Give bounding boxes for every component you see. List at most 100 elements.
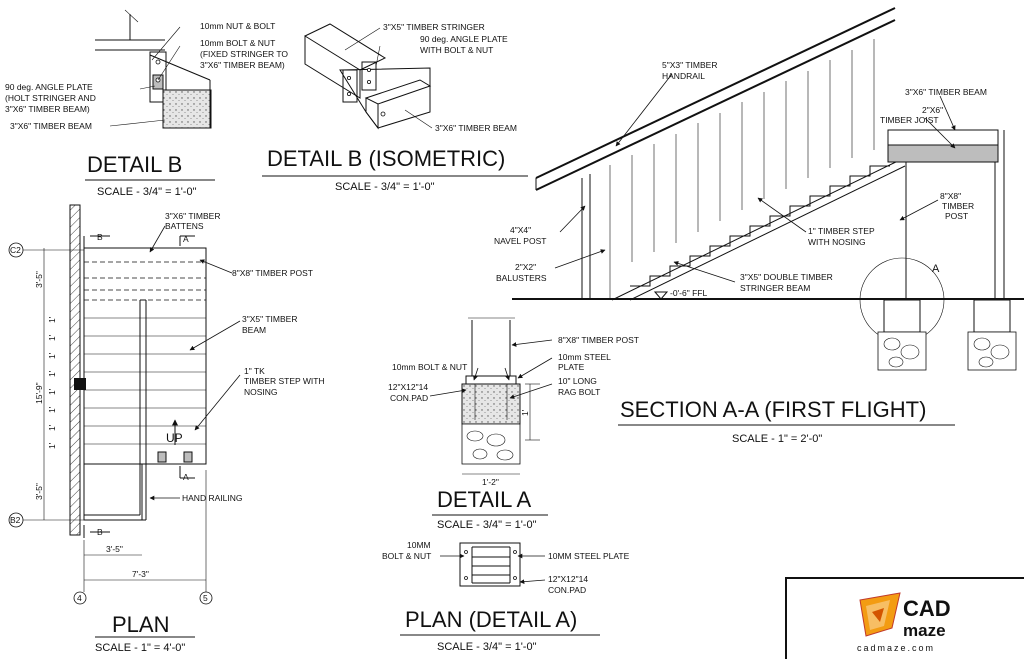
section-scale: SCALE - 1" = 2'-0" bbox=[732, 433, 822, 445]
detail-a-dim-h: 1' bbox=[520, 409, 530, 416]
plan-detail-a-scale: SCALE - 3/4" = 1'-0" bbox=[437, 641, 537, 653]
detail-a-rag-note: RAG BOLT bbox=[558, 387, 600, 397]
detail-a-pad-label: 12"X12"14 bbox=[388, 382, 428, 392]
plan-step-note-2: NOSING bbox=[244, 387, 278, 397]
detail-b-iso-scale: SCALE - 3/4" = 1'-0" bbox=[335, 181, 435, 193]
iso-beam-label: 3"X6" TIMBER BEAM bbox=[435, 123, 517, 133]
plan-a-pad-note: CON.PAD bbox=[548, 585, 586, 595]
detail-b-bolt-nut-label: 10mm BOLT & NUT bbox=[200, 38, 275, 48]
detail-a-rag-label: 10" LONG bbox=[558, 376, 597, 386]
section-stringer-label: 3"X5" DOUBLE TIMBER bbox=[740, 272, 833, 282]
iso-stringer-label: 3"X5" TIMBER STRINGER bbox=[383, 22, 485, 32]
section-navel-note: NAVEL POST bbox=[494, 236, 546, 246]
detail-a-pad-note: CON.PAD bbox=[390, 393, 428, 403]
plan-title: PLAN bbox=[112, 612, 169, 637]
plan-dim-width: 7'-3" bbox=[132, 569, 149, 579]
plan-detail-a: 10MM BOLT & NUT 10MM STEEL PLATE 12"X12"… bbox=[382, 540, 630, 653]
plan-detail-a-title: PLAN (DETAIL A) bbox=[405, 607, 577, 632]
detail-a-post-label: 8"X8" TIMBER POST bbox=[558, 335, 639, 345]
plan-step-dim: 1' bbox=[47, 406, 57, 413]
plan-step-dim: 1' bbox=[47, 352, 57, 359]
plan-cut-a-bottom: A bbox=[183, 472, 189, 482]
section-post-label: 8"X8" bbox=[940, 191, 961, 201]
detail-a-plate-note: PLATE bbox=[558, 362, 585, 372]
detail-b-bolt-nut-note: (FIXED STRINGER TO bbox=[200, 49, 288, 59]
section-joist-label: 2"X6" bbox=[922, 105, 943, 115]
section-navel-label: 4"X4" bbox=[510, 225, 531, 235]
plan-handrail-label: HAND RAILING bbox=[182, 493, 242, 503]
plan-battens-note: BATTENS bbox=[165, 221, 204, 231]
section-post-note: TIMBER bbox=[942, 201, 974, 211]
plan-cut-b-top: B bbox=[97, 232, 103, 242]
plan-step-dim: 1' bbox=[47, 316, 57, 323]
cadmaze-logo: CAD maze cadmaze.com bbox=[785, 577, 1024, 659]
section-balusters-label: 2"X2" bbox=[515, 262, 536, 272]
logo-word-maze: maze bbox=[903, 621, 946, 640]
plan: B A B A 3'-5" 15'-9" 3'-5" 1' 1' 1' 1' 1… bbox=[8, 204, 325, 654]
section-title: SECTION A-A (FIRST FLIGHT) bbox=[620, 397, 926, 422]
plan-a-bolt-note: BOLT & NUT bbox=[382, 551, 431, 561]
section-steps bbox=[630, 165, 890, 287]
detail-b-title: DETAIL B bbox=[87, 152, 182, 177]
plan-post-label: 8"X8" TIMBER POST bbox=[232, 268, 313, 278]
plan-battens-label: 3"X6" TIMBER bbox=[165, 211, 220, 221]
plan-cut-b-bottom: B bbox=[97, 527, 103, 537]
plan-dim-total: 15'-9" bbox=[34, 382, 44, 404]
plan-a-pad-label: 12"X12"14 bbox=[548, 574, 588, 584]
section-handrail-note: HANDRAIL bbox=[662, 71, 705, 81]
detail-a-title: DETAIL A bbox=[437, 487, 531, 512]
detail-a-scale: SCALE - 3/4" = 1'-0" bbox=[437, 519, 537, 531]
logo-url: cadmaze.com bbox=[857, 643, 935, 653]
plan-step-dim: 1' bbox=[47, 424, 57, 431]
detail-b-iso-title: DETAIL B (ISOMETRIC) bbox=[267, 146, 505, 171]
detail-b-beam-label: 3"X6" TIMBER BEAM bbox=[10, 121, 92, 131]
section-balusters bbox=[609, 39, 875, 298]
plan-dim-width-inner: 3'-5" bbox=[106, 544, 123, 554]
detail-b-bolt-nut-note-2: 3"X6" TIMBER BEAM) bbox=[200, 60, 285, 70]
plan-beam-label: 3"X5" TIMBER bbox=[242, 314, 297, 324]
detail-b-nut-bolt-label: 10mm NUT & BOLT bbox=[200, 21, 275, 31]
section-post-note-2: POST bbox=[945, 211, 968, 221]
section-handrail-label: 5"X3" TIMBER bbox=[662, 60, 717, 70]
detail-a-plate-label: 10mm STEEL bbox=[558, 352, 611, 362]
section-beam-label: 3"X6" TIMBER BEAM bbox=[905, 87, 987, 97]
section-stringer-note: STRINGER BEAM bbox=[740, 283, 810, 293]
plan-cut-a-top: A bbox=[183, 234, 189, 244]
detail-a: 8"X8" TIMBER POST 10mm BOLT & NUT 10mm S… bbox=[388, 317, 639, 531]
plan-step-label: 1" TK bbox=[244, 366, 265, 376]
logo-word-cad: CAD bbox=[903, 596, 951, 621]
iso-angle-note: WITH BOLT & NUT bbox=[420, 45, 493, 55]
plan-step-dim: 1' bbox=[47, 388, 57, 395]
detail-a-bolt-label: 10mm BOLT & NUT bbox=[392, 362, 467, 372]
detail-b-angle-label: 90 deg. ANGLE PLATE bbox=[5, 82, 93, 92]
plan-a-bolt-label: 10MM bbox=[407, 540, 431, 550]
plan-step-dims: 1' 1' 1' 1' 1' 1' 1' 1' bbox=[47, 316, 57, 449]
detail-b-angle-note: (HOLT STRINGER AND bbox=[5, 93, 96, 103]
detail-b-scale: SCALE - 3/4" = 1'-0" bbox=[97, 186, 197, 198]
plan-step-lines bbox=[84, 261, 206, 445]
cadmaze-logo-icon bbox=[859, 592, 901, 637]
section-ffl-label: -0'-6" FFL bbox=[670, 288, 708, 298]
section-a-a: A 5"X3" TIMBER HANDRAIL 3"X6" TIMBER BEA… bbox=[494, 7, 1024, 445]
iso-angle-label: 90 deg. ANGLE PLATE bbox=[420, 34, 508, 44]
plan-beam-note: BEAM bbox=[242, 325, 266, 335]
section-joist-note: TIMBER JOIST bbox=[880, 115, 939, 125]
section-balusters-note: BALUSTERS bbox=[496, 273, 547, 283]
plan-dim-top: 3'-5" bbox=[34, 271, 44, 288]
section-step-note: WITH NOSING bbox=[808, 237, 866, 247]
section-callout-a: A bbox=[932, 263, 940, 275]
plan-dim-bottom: 3'-5" bbox=[34, 483, 44, 500]
plan-scale: SCALE - 1" = 4'-0" bbox=[95, 642, 185, 654]
plan-step-dim: 1' bbox=[47, 442, 57, 449]
detail-b: 10mm NUT & BOLT 10mm BOLT & NUT (FIXED S… bbox=[5, 9, 288, 198]
plan-a-plate-label: 10MM STEEL PLATE bbox=[548, 551, 630, 561]
plan-grid-5: 5 bbox=[203, 593, 208, 603]
detail-b-angle-note-2: 3"X6" TIMBER BEAM) bbox=[5, 104, 90, 114]
plan-step-dim: 1' bbox=[47, 334, 57, 341]
plan-up-label: UP bbox=[166, 431, 183, 445]
plan-grid-b2: B2 bbox=[10, 515, 21, 525]
detail-b-isometric: 3"X5" TIMBER STRINGER 90 deg. ANGLE PLAT… bbox=[262, 22, 528, 193]
section-step-label: 1" TIMBER STEP bbox=[808, 226, 875, 236]
plan-step-dim: 1' bbox=[47, 370, 57, 377]
